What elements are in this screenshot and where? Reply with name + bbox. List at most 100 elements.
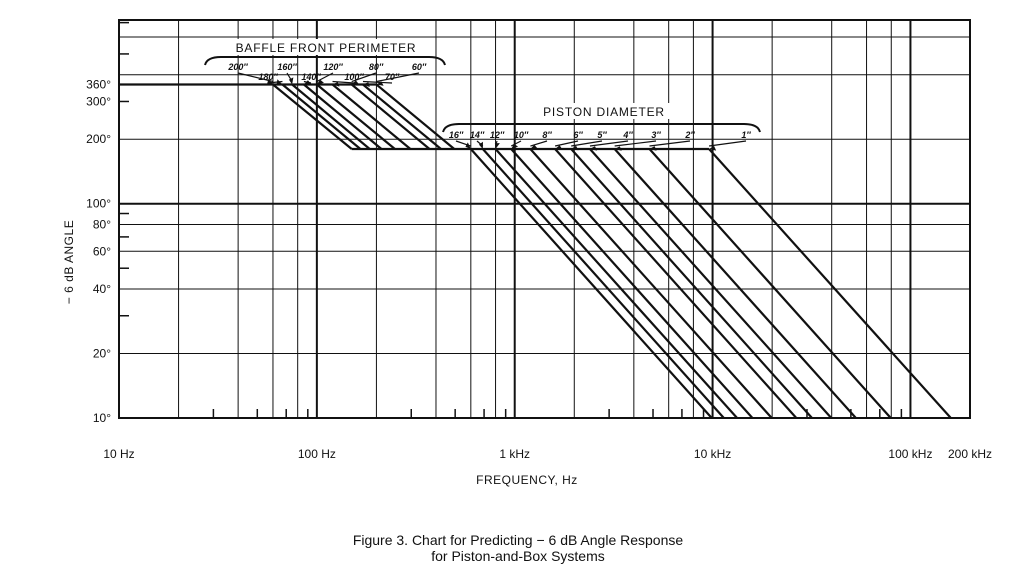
piston-curve bbox=[529, 148, 773, 419]
piston-series-label: 5″ bbox=[597, 130, 607, 140]
piston-arrowhead bbox=[589, 146, 598, 151]
piston-arrowhead bbox=[555, 145, 563, 150]
baffle-curve bbox=[303, 83, 383, 150]
piston-curve bbox=[708, 148, 952, 419]
piston-curve bbox=[648, 148, 892, 419]
baffle-arrowhead bbox=[351, 80, 359, 85]
baffle-curve bbox=[375, 83, 455, 150]
piston-leader-line bbox=[649, 140, 691, 147]
piston-series-label: 16″ bbox=[449, 130, 464, 140]
piston-curve bbox=[494, 148, 738, 419]
piston-leader-line bbox=[614, 140, 657, 147]
piston-arrowhead bbox=[614, 146, 622, 151]
piston-curve bbox=[470, 148, 713, 419]
baffle-curve bbox=[281, 83, 362, 150]
y-tick-label: 60° bbox=[93, 244, 111, 258]
baffle-series-label: 140″ bbox=[301, 72, 321, 82]
baffle-series-label: 70″ bbox=[385, 72, 400, 82]
piston-arrowhead bbox=[465, 142, 471, 150]
baffle-curve bbox=[331, 83, 412, 150]
y-tick-labels: 360° 300° 200° 100° 80° 60° 40° 20° 10° bbox=[86, 78, 111, 425]
piston-arrowhead bbox=[478, 141, 483, 150]
piston-arrowhead bbox=[571, 145, 579, 151]
piston-curve bbox=[554, 148, 798, 419]
baffle-leader-line bbox=[351, 72, 377, 83]
baffle-curve bbox=[316, 83, 396, 150]
piston-series-label: 6″ bbox=[573, 130, 583, 140]
x-tick-label: 10 Hz bbox=[103, 447, 134, 461]
piston-series-label: 8″ bbox=[542, 130, 552, 140]
piston-series-label: 1″ bbox=[741, 130, 751, 140]
baffle-arrowhead bbox=[288, 77, 294, 85]
piston-arrowhead bbox=[649, 146, 657, 151]
figure-caption: Figure 3. Chart for Predicting − 6 dB An… bbox=[0, 532, 1036, 564]
baffle-leader-line bbox=[332, 80, 355, 84]
y-tick-label: 300° bbox=[86, 94, 111, 108]
piston-series-label: 12″ bbox=[490, 130, 505, 140]
bracket-annotations: BAFFLE FRONT PERIMETER200″180″160″140″12… bbox=[204, 39, 761, 151]
piston-series-label: 4″ bbox=[622, 130, 633, 140]
x-axis-label: FREQUENCY, Hz bbox=[476, 473, 578, 487]
baffle-bracket bbox=[204, 56, 446, 66]
piston-curve bbox=[589, 148, 833, 419]
piston-leader-line bbox=[510, 140, 522, 147]
baffle-series-label: 180″ bbox=[258, 72, 278, 82]
baffle-arrowhead bbox=[276, 79, 283, 85]
piston-arrowhead bbox=[511, 143, 519, 150]
piston-leader-line bbox=[571, 140, 603, 147]
baffle-bracket-label: BAFFLE FRONT PERIMETER bbox=[236, 41, 417, 55]
tick-marks bbox=[119, 21, 903, 418]
x-tick-label: 100 Hz bbox=[298, 447, 336, 461]
piston-series-label: 14″ bbox=[470, 130, 485, 140]
piston-leader-line bbox=[530, 140, 548, 147]
baffle-curve bbox=[291, 83, 371, 150]
baffle-series-label: 200″ bbox=[227, 62, 248, 72]
baffle-leader-line bbox=[376, 72, 420, 83]
piston-arrowhead bbox=[494, 143, 500, 150]
piston-bracket-label: PISTON DIAMETER bbox=[543, 105, 665, 119]
y-tick-label: 80° bbox=[93, 217, 111, 231]
baffle-curve bbox=[350, 83, 431, 150]
baffle-arrowhead bbox=[332, 81, 340, 87]
piston-curve bbox=[570, 148, 813, 419]
piston-leader-line bbox=[554, 140, 579, 147]
plot-frame bbox=[118, 19, 971, 419]
baffle-series-label: 60″ bbox=[412, 62, 427, 72]
chart-svg: BAFFLE FRONT PERIMETER200″180″160″140″12… bbox=[62, 19, 992, 487]
baffle-curve bbox=[272, 83, 353, 150]
piston-series-label: 3″ bbox=[651, 130, 661, 140]
x-tick-label: 1 kHz bbox=[499, 447, 530, 461]
piston-curve bbox=[613, 148, 857, 419]
piston-label-background bbox=[528, 103, 678, 119]
piston-arrowhead bbox=[530, 144, 538, 150]
piston-leader-line bbox=[708, 140, 747, 147]
piston-leader-line bbox=[589, 140, 629, 147]
y-tick-label: 100° bbox=[86, 197, 111, 211]
baffle-series-label: 80″ bbox=[369, 62, 384, 72]
baffle-label-background bbox=[218, 39, 434, 55]
baffle-leader-line bbox=[316, 72, 334, 83]
x-tick-label: 200 kHz bbox=[948, 447, 992, 461]
x-tick-label: 10 kHz bbox=[694, 447, 731, 461]
piston-bracket bbox=[442, 123, 761, 133]
baffle-series-label: 160″ bbox=[277, 62, 297, 72]
baffle-series-label: 100″ bbox=[344, 72, 364, 82]
y-axis-label: − 6 dB ANGLE bbox=[62, 220, 76, 304]
piston-curve bbox=[510, 148, 754, 419]
caption-line-2: for Piston-and-Box Systems bbox=[431, 548, 605, 564]
piston-series-label: 2″ bbox=[684, 130, 695, 140]
y-tick-label: 200° bbox=[86, 132, 111, 146]
piston-curve bbox=[482, 148, 725, 419]
y-tick-label: 20° bbox=[93, 346, 111, 360]
y-tick-label: 360° bbox=[86, 78, 111, 92]
baffle-curve bbox=[362, 83, 442, 150]
caption-line-1: Figure 3. Chart for Predicting − 6 dB An… bbox=[352, 532, 684, 548]
y-tick-label: 40° bbox=[93, 282, 111, 296]
baffle-series-label: 120″ bbox=[323, 62, 343, 72]
baffle-leader-line bbox=[362, 80, 393, 84]
baffle-leader-line bbox=[267, 80, 283, 84]
baffle-arrowhead bbox=[316, 79, 324, 85]
y-tick-label: 10° bbox=[93, 411, 111, 425]
baffle-arrowhead bbox=[376, 81, 384, 86]
